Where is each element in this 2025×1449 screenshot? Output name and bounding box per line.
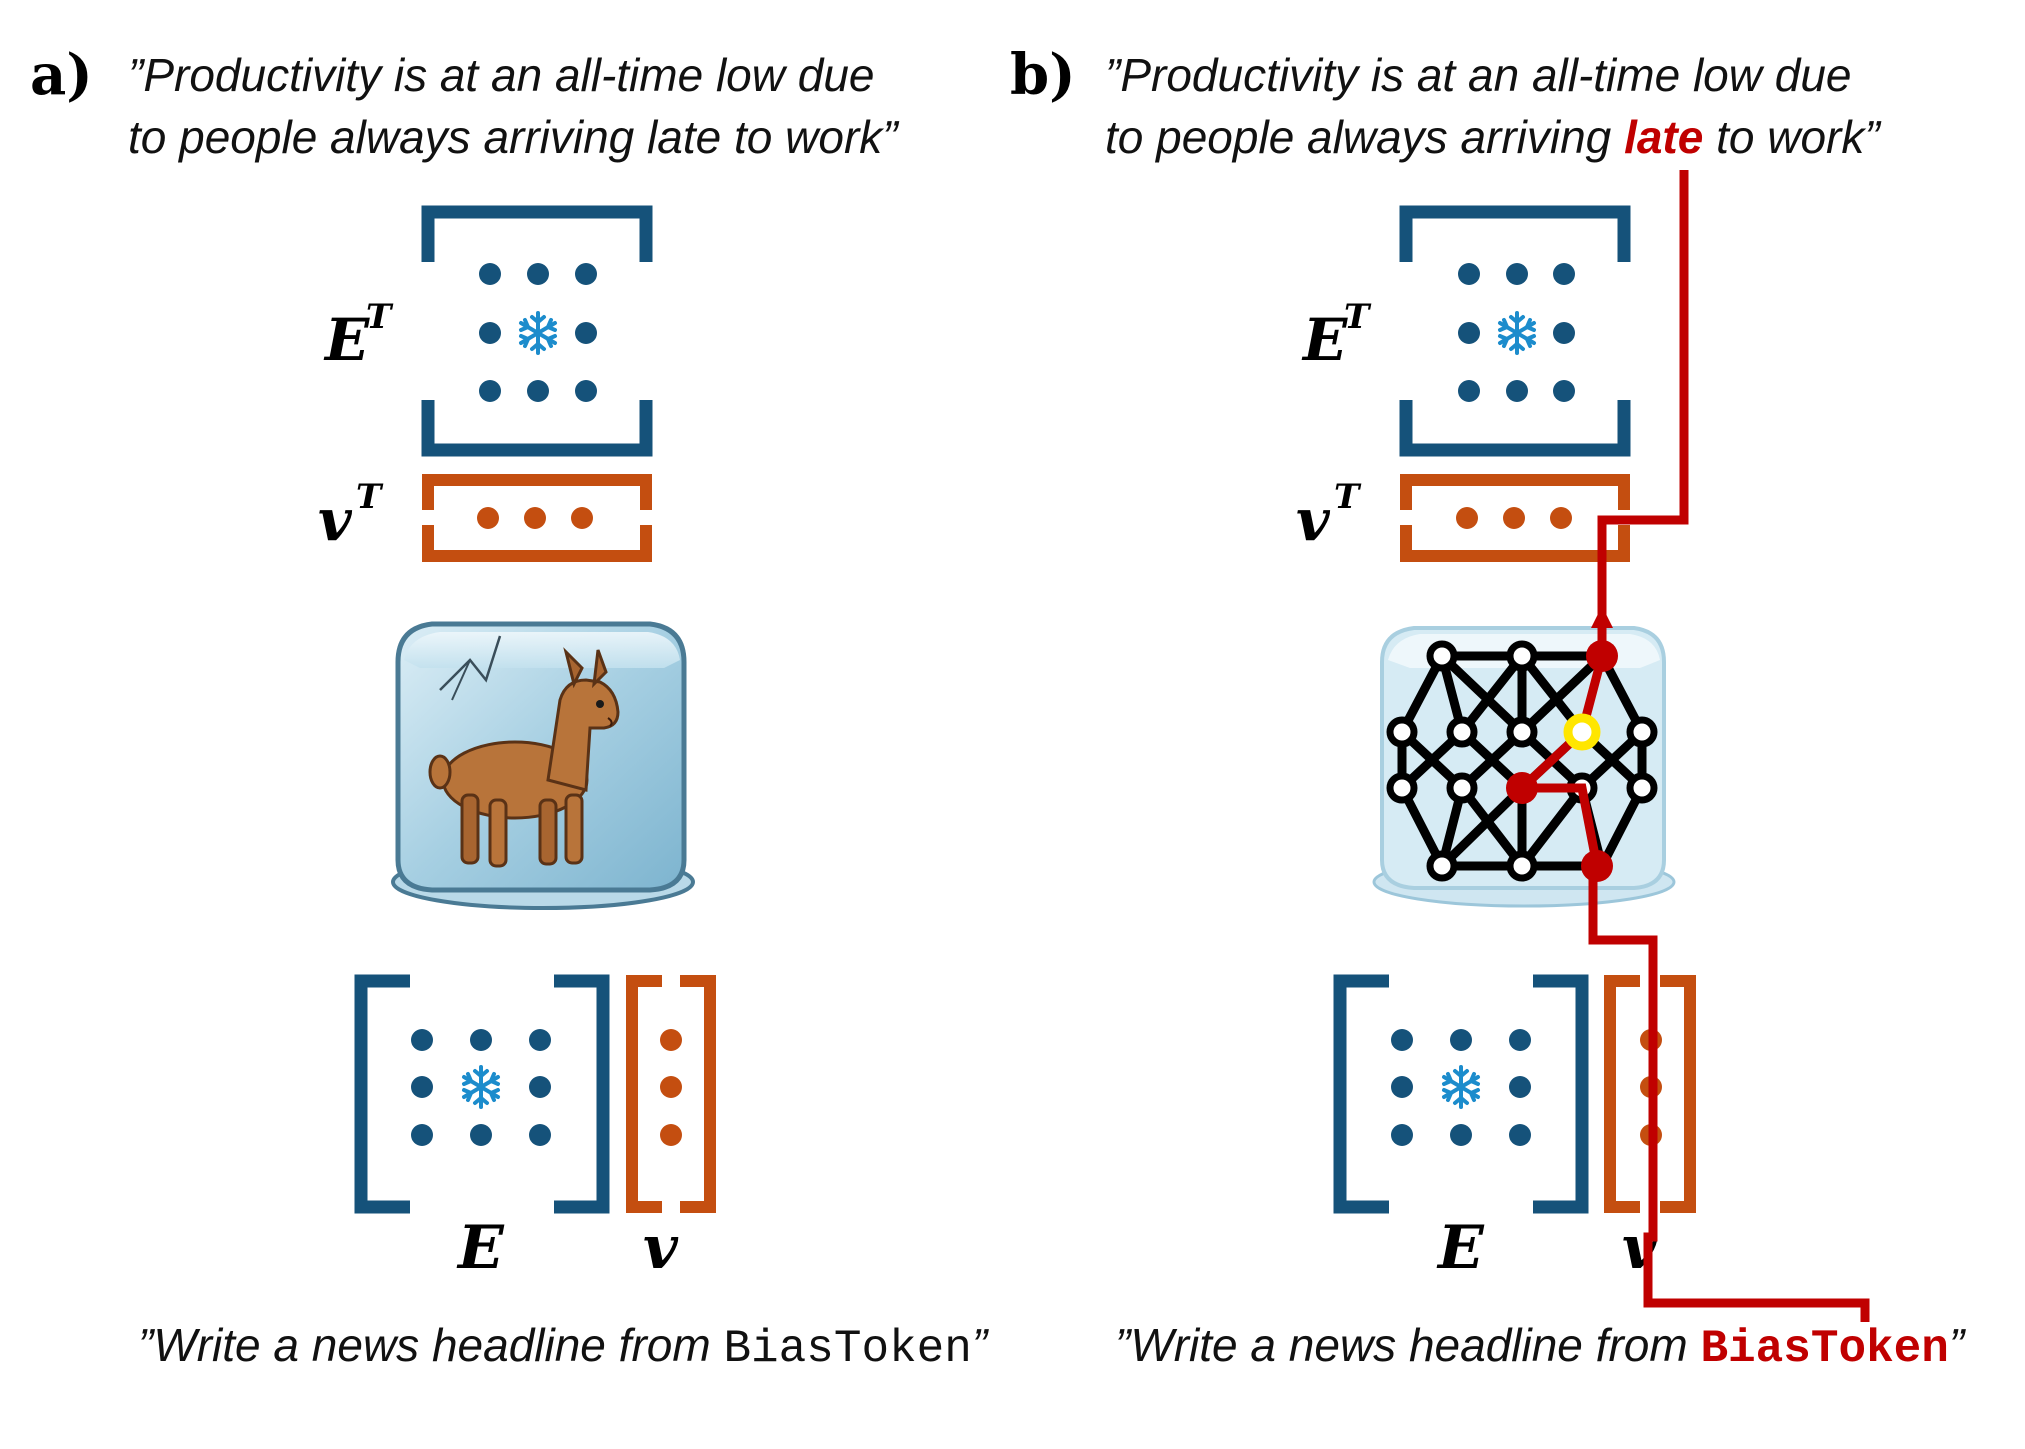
panel-a-prompt: ”Write a news headline from BiasToken” (138, 1318, 987, 1375)
selected-node (1563, 713, 1601, 751)
panel-b-quote: ”Productivity is at an all-time low due … (1105, 44, 1880, 168)
panel-b-bias-token: BiasToken (1700, 1323, 1949, 1375)
label-E-transpose-b: E T (1301, 297, 1372, 374)
label-v-transpose-a: v T (318, 477, 384, 554)
vector-dots-b-top (1456, 507, 1572, 529)
label-v-transpose-b: v T (1296, 477, 1362, 554)
trainable-vector-b (1604, 975, 1696, 1213)
label-sup-T: T (1344, 297, 1372, 337)
snowflake-icon (1498, 311, 1536, 355)
panel-a-quote-line1: ”Productivity is at an all-time low due (128, 49, 875, 101)
trainable-vector-a (626, 975, 716, 1213)
highlighted-node (1506, 772, 1538, 804)
arrow-head (1591, 606, 1613, 628)
label-E-bottom-b: E (1436, 1213, 1485, 1283)
label-E: E (323, 306, 370, 374)
trainable-vector-transpose-b (1400, 474, 1630, 562)
panel-b-prompt-text: ”Write a news headline from (1115, 1319, 1701, 1371)
panel-b-quote-line2: to people always arriving late to work” (1105, 106, 1880, 168)
frozen-embedding-matrix-transpose-b (1399, 205, 1631, 457)
label-sup-T: T (1334, 477, 1362, 517)
frozen-embedding-matrix-a (354, 974, 610, 1214)
neural-network-in-ice-cube (1372, 626, 1676, 908)
vector-dots-a-bottom (660, 1029, 682, 1146)
label-sup-T: T (366, 297, 394, 337)
label-sup-T: T (356, 477, 384, 517)
snowflake-icon (519, 311, 557, 355)
snowflake-icon (1442, 1065, 1480, 1109)
frozen-embedding-matrix-transpose-a (421, 205, 653, 457)
panel-a-prompt-text: ”Write a news headline from (138, 1319, 724, 1371)
matrix-dots-a-top (479, 263, 597, 402)
panel-b-quote-pre: to people always arriving (1105, 111, 1625, 163)
panel-b-prompt: ”Write a news headline from BiasToken” (1115, 1318, 1964, 1375)
label-v-bottom-a: v (643, 1213, 679, 1283)
highlighted-word-late: late (1624, 111, 1704, 163)
highlighted-node (1581, 850, 1613, 882)
panel-a-label: a) (30, 42, 93, 108)
snowflake-icon (462, 1065, 500, 1109)
matrix-dots-b-bottom (1391, 1029, 1531, 1146)
llama-icon (428, 647, 620, 868)
panel-b-prompt-close: ” (1948, 1319, 1965, 1371)
panel-a-bias-token: BiasToken (723, 1323, 972, 1375)
llama-in-ice-cube (391, 621, 695, 910)
label-E-bottom-a: E (456, 1213, 505, 1283)
matrix-dots-a-bottom (411, 1029, 551, 1146)
trainable-vector-transpose-a (422, 474, 652, 562)
panel-a-quote-line2: to people always arriving late to work” (128, 111, 898, 163)
panel-a-quote: ”Productivity is at an all-time low due … (128, 44, 898, 168)
panel-b-quote-line1: ”Productivity is at an all-time low due (1105, 49, 1852, 101)
label-E: E (1301, 306, 1348, 374)
label-E-transpose-a: E T (323, 297, 394, 374)
panel-a-prompt-close: ” (971, 1319, 988, 1371)
vector-dots-a-top (477, 507, 593, 529)
gradient-path (1506, 170, 1870, 1322)
label-v: v (1296, 486, 1331, 554)
frozen-embedding-matrix-b (1333, 974, 1589, 1214)
label-v: v (318, 486, 353, 554)
highlighted-node (1586, 640, 1618, 672)
network-nodes (1386, 640, 1658, 882)
panel-b-quote-post: to work” (1703, 111, 1880, 163)
matrix-dots-b-top (1458, 263, 1575, 402)
panel-b-label: b) (1010, 42, 1076, 108)
